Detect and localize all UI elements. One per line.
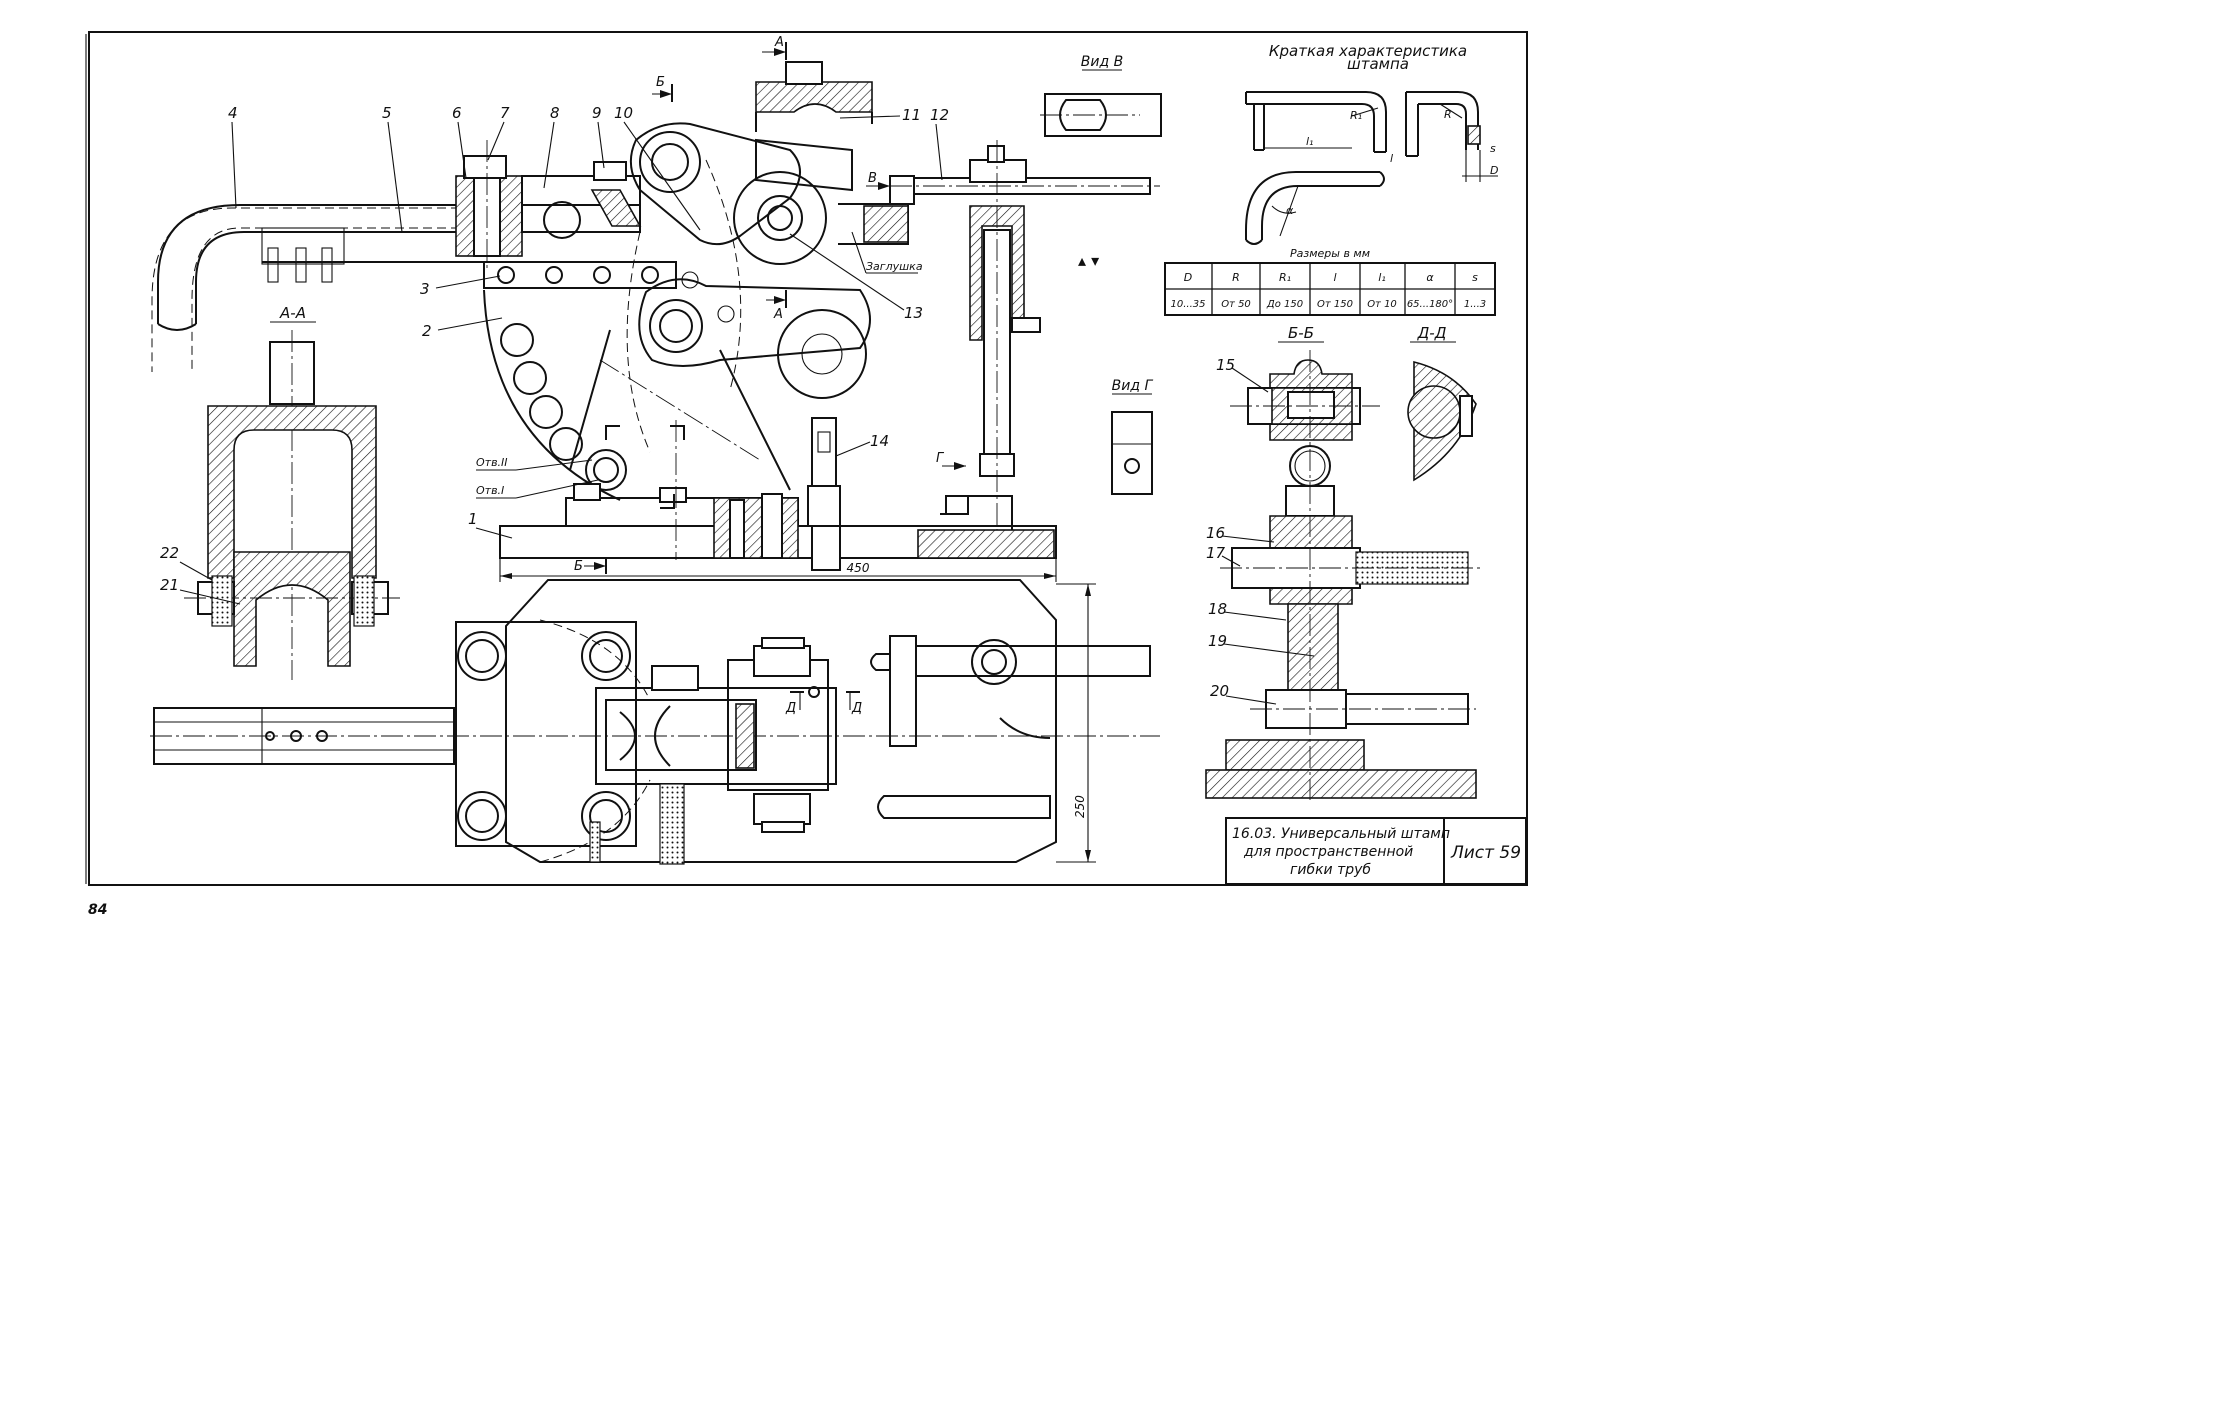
callout-14: 14: [870, 432, 889, 450]
callout-12: 12: [930, 106, 949, 124]
cut-letter-v: В: [868, 171, 877, 186]
callout-11: 11: [902, 106, 921, 124]
callout-21: 21: [160, 576, 179, 594]
drawing-canvas: Краткая характеристика штампа R₁ l₁ l R …: [85, 31, 1528, 918]
table-header-alpha: α: [1426, 271, 1434, 284]
characteristics-heading-1: Краткая характеристика: [1269, 42, 1467, 60]
callout-6: 6: [452, 104, 462, 122]
sheet-frame: [85, 31, 1528, 886]
sketch-label-l: l: [1390, 152, 1393, 165]
view-v-label: Вид В: [1081, 54, 1123, 70]
sketch-label-alpha: α: [1286, 204, 1294, 217]
view-v: Вид В: [1040, 54, 1162, 137]
section-a-a: А-А: [184, 304, 400, 680]
cut-mark-a-mid: А: [766, 290, 787, 322]
title-line-3: гибки труб: [1290, 862, 1371, 878]
callout-15: 15: [1216, 356, 1235, 374]
hole-view-brackets: [605, 425, 685, 509]
sketch-label-s: s: [1490, 142, 1496, 155]
callout-17: 17: [1206, 544, 1226, 562]
bend-sketch-plan: α: [1245, 171, 1385, 245]
callout-3: 3: [420, 280, 430, 298]
sizes-caption: Размеры в мм: [1290, 247, 1370, 260]
section-dd-label: Д-Д: [1417, 324, 1447, 342]
characteristics-heading-2: штампа: [1347, 55, 1409, 73]
cut-letter-b-bottom: Б: [574, 559, 583, 574]
technical-drawing-sheet: Краткая характеристика штампа R₁ l₁ l R …: [0, 0, 1560, 995]
callout-20: 20: [1210, 682, 1229, 700]
sketch-label-l1: l₁: [1306, 135, 1313, 148]
table-header-r1: R₁: [1279, 271, 1291, 284]
callout-7: 7: [500, 104, 510, 122]
cut-mark-v: В: [866, 171, 890, 190]
title-line-2: для пространственной: [1243, 844, 1413, 860]
table-value-r1: До 150: [1266, 299, 1303, 310]
table-header-l: l: [1333, 271, 1336, 284]
characteristics-table: D R R₁ l l₁ α s 10...35 От 50 До 150 От …: [1164, 262, 1496, 316]
direction-marks: ▴ ▾: [1078, 251, 1099, 270]
sketch-label-r1: R₁: [1350, 109, 1362, 122]
table-value-alpha: 65...180°: [1407, 299, 1453, 310]
section-d-d: Д-Д: [1407, 324, 1477, 482]
table-value-r: От 50: [1221, 299, 1251, 310]
callout-13: 13: [904, 304, 923, 322]
callout-16: 16: [1206, 524, 1225, 542]
sketch-label-d: D: [1490, 164, 1498, 177]
hole-2-label: Отв.II: [476, 456, 508, 469]
section-bb-label: Б-Б: [1288, 324, 1314, 342]
cut-letter-a-top: А: [774, 35, 784, 50]
cut-mark-b-bottom: Б: [574, 558, 607, 574]
view-g: Вид Г: [1111, 378, 1154, 495]
sketch-label-r: R: [1444, 108, 1452, 121]
dim-height-250: 250: [1073, 795, 1087, 818]
cut-mark-b-top: Б: [652, 75, 673, 102]
cut-letter-a-mid: А: [773, 307, 783, 322]
cut-letter-g: Г: [936, 451, 945, 466]
section-b-b: Б-Б 15 16 17 18 19 20: [1205, 324, 1480, 800]
plan-view: Д Д 250: [150, 579, 1160, 865]
title-block: 16.03. Универсальный штамп для пространс…: [1225, 817, 1527, 885]
main-front-view: 450 А Б А Б В: [151, 35, 1160, 605]
table-value-d: 10...35: [1171, 299, 1206, 310]
callout-5: 5: [382, 104, 392, 122]
cut-letter-d-right: Д: [851, 701, 862, 716]
sheet-label: Лист 59: [1450, 843, 1521, 863]
bend-sketch-front: R s D: [1405, 91, 1498, 182]
table-header-s: s: [1472, 271, 1478, 284]
callout-4: 4: [228, 104, 238, 122]
plug-label: Заглушка: [866, 260, 923, 273]
table-header-r: R: [1232, 271, 1240, 284]
table-value-l1: От 10: [1367, 299, 1397, 310]
characteristics-block: Краткая характеристика штампа R₁ l₁ l R …: [1164, 42, 1498, 316]
view-g-label: Вид Г: [1112, 378, 1154, 394]
table-header-l1: l₁: [1378, 271, 1385, 284]
table-value-s: 1...3: [1464, 299, 1486, 310]
callout-1: 1: [468, 510, 478, 528]
cut-letter-b-top: Б: [656, 75, 665, 90]
callout-10: 10: [614, 104, 633, 122]
hole-1-label: Отв.I: [476, 484, 504, 497]
callout-8: 8: [550, 104, 560, 122]
dim-length-450: 450: [847, 561, 870, 575]
callout-9: 9: [592, 104, 602, 122]
table-value-l: От 150: [1317, 299, 1353, 310]
callout-18: 18: [1208, 600, 1227, 618]
cut-mark-a-top: А: [762, 35, 787, 60]
title-line-1: 16.03. Универсальный штамп: [1232, 826, 1450, 842]
table-header-d: D: [1184, 271, 1192, 284]
cut-mark-g: Г: [936, 451, 966, 470]
cut-letter-d-left: Д: [785, 701, 796, 716]
callout-19: 19: [1208, 632, 1227, 650]
section-aa-label: А-А: [279, 304, 306, 322]
callout-2: 2: [422, 322, 432, 340]
callout-22: 22: [160, 544, 179, 562]
bend-sketch-side: R₁ l₁ l: [1245, 91, 1393, 165]
page-number: 84: [88, 902, 107, 918]
